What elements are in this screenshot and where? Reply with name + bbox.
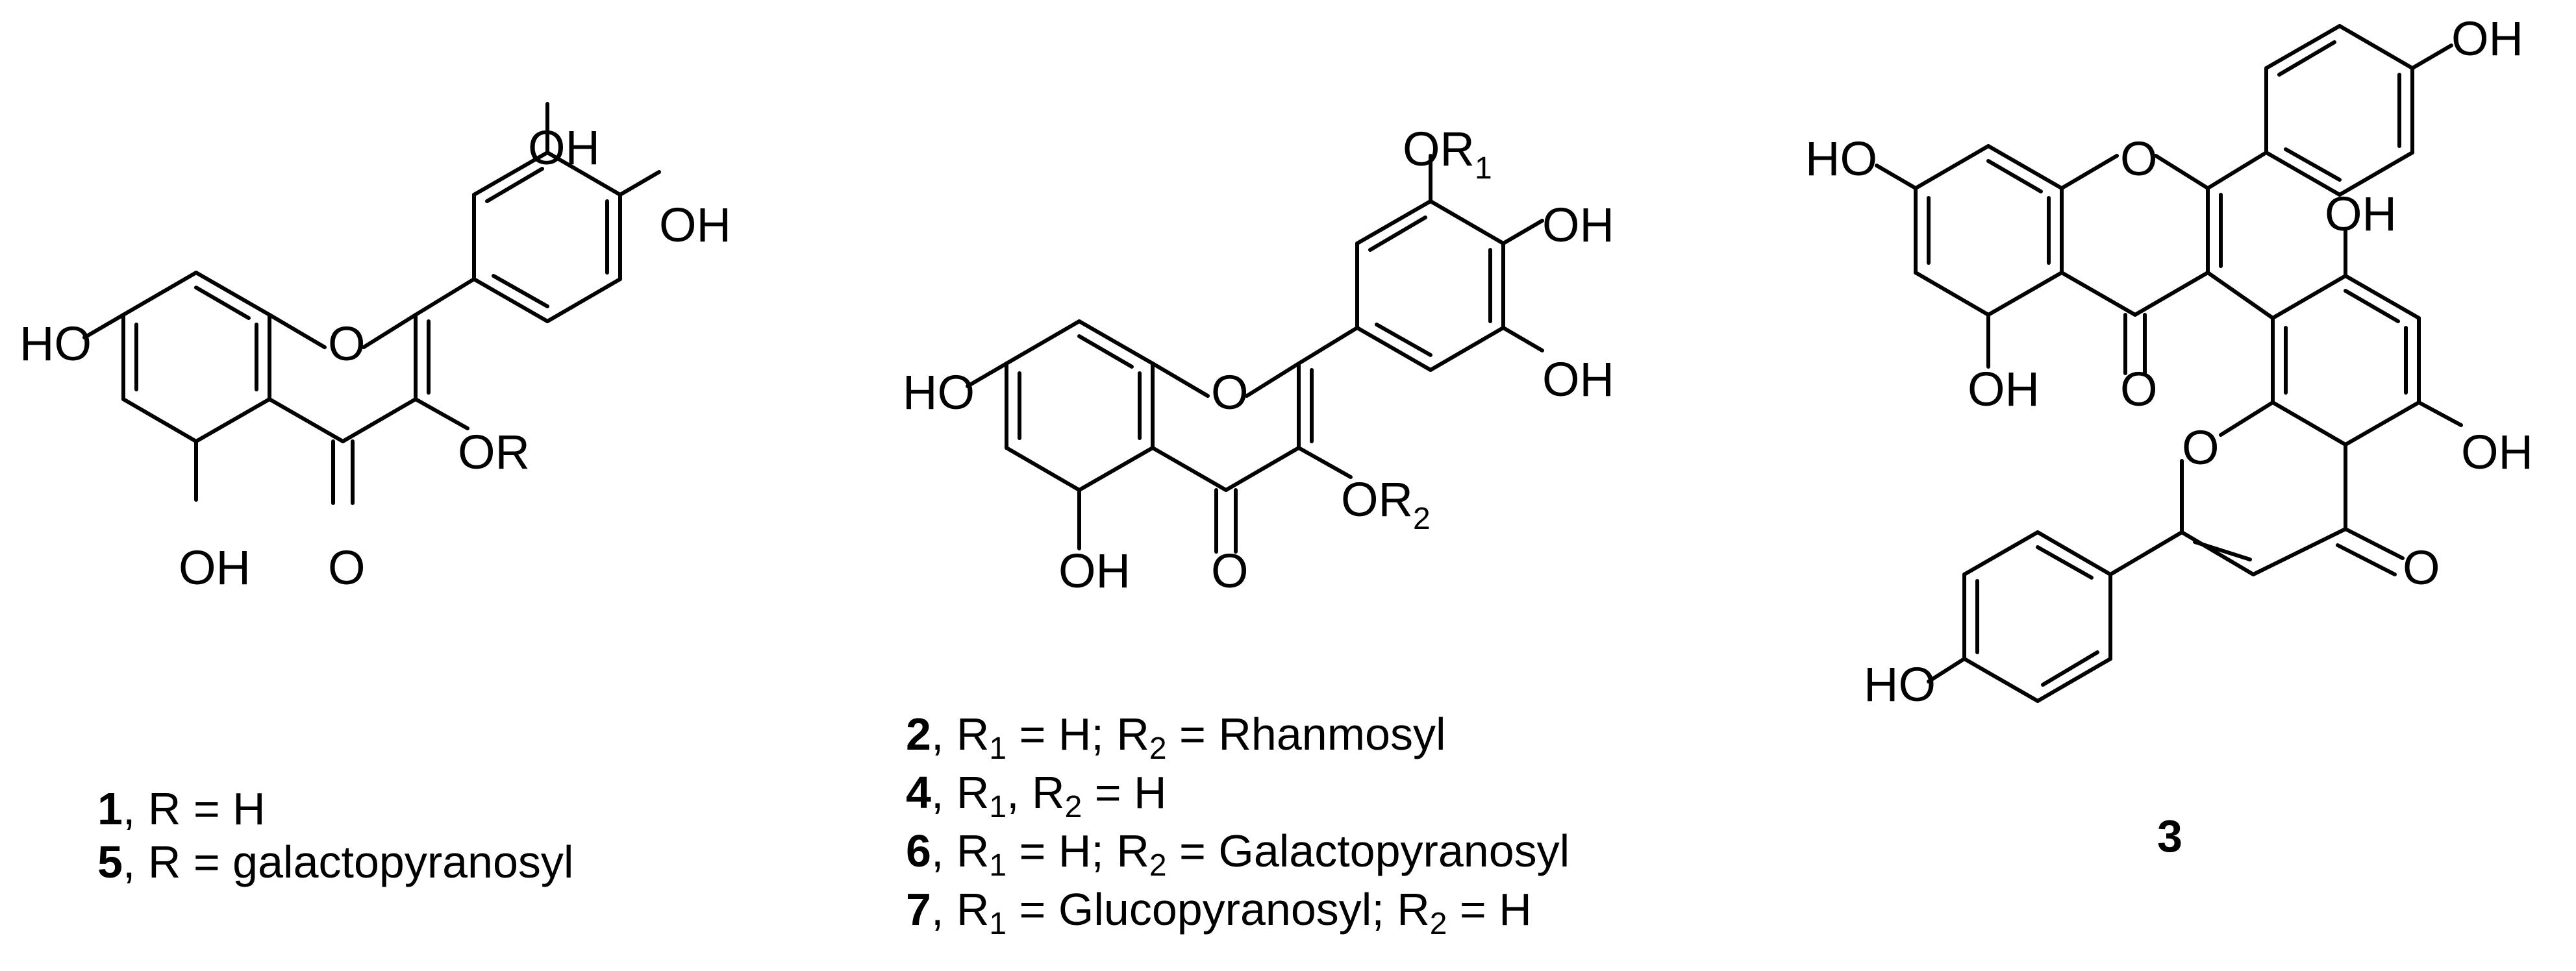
s2-or1: OR1 xyxy=(1403,122,1492,186)
structure-2-bonds xyxy=(966,154,1544,554)
structure-1-5: OH OH HO O OR OH O 1, R = H 5, R = galac… xyxy=(19,102,731,887)
s2-oh-upper: OH xyxy=(1542,198,1614,252)
s1-oh-top: OH xyxy=(528,121,600,175)
caption-compound-7: 7, R1 = Glucopyranosyl; R2 = H xyxy=(906,884,1532,941)
s3-keto-o-bottom: O xyxy=(2403,541,2440,595)
s2-ho: HO xyxy=(903,365,975,419)
s1-ring-o: O xyxy=(328,317,366,371)
s3-ho-left: HO xyxy=(1805,132,1877,186)
s1-oh-bottom: OH xyxy=(179,541,251,595)
s3-oh-bottom-left: OH xyxy=(1968,362,2040,416)
structure-3-bonds xyxy=(1875,24,2463,703)
s3-ho-bottom: HO xyxy=(1864,658,1936,711)
s3-oh-mid: OH xyxy=(2325,187,2397,241)
s2-ring-o: O xyxy=(1211,365,1249,419)
s2-or2: OR2 xyxy=(1341,473,1431,536)
s3-ring-o-top: O xyxy=(2120,132,2158,186)
s3-ring-o-bottom: O xyxy=(2182,421,2220,474)
structure-3: OH HO O OH OH O O OH O HO 3 xyxy=(1805,12,2533,861)
s3-oh-right: OH xyxy=(2461,425,2533,479)
s1-or: OR xyxy=(458,425,530,479)
s3-keto-o-top: O xyxy=(2120,362,2158,416)
caption-compound-2: 2, R1 = H; R2 = Rhanmosyl xyxy=(906,709,1446,766)
structure-1-5-bonds xyxy=(82,102,661,505)
s1-oh-right: OH xyxy=(659,198,731,252)
structure-2-4-6-7: OR1 OH OH HO O OR2 OH O 2, R1 = H; R2 = … xyxy=(903,122,1614,941)
s2-oh-lower: OH xyxy=(1542,352,1614,406)
caption-compound-1: 1, R = H xyxy=(97,783,266,834)
s2-oh-bottom: OH xyxy=(1058,544,1131,598)
s1-ho: HO xyxy=(19,317,92,371)
s3-oh-top: OH xyxy=(2451,12,2523,66)
caption-compound-3: 3 xyxy=(2157,811,2182,861)
caption-compound-5: 5, R = galactopyranosyl xyxy=(97,837,573,887)
s2-keto-o: O xyxy=(1211,544,1249,598)
s1-keto-o: O xyxy=(328,541,366,595)
caption-compound-6: 6, R1 = H; R2 = Galactopyranosyl xyxy=(906,826,1569,883)
caption-compound-4: 4, R1, R2 = H xyxy=(906,767,1167,824)
